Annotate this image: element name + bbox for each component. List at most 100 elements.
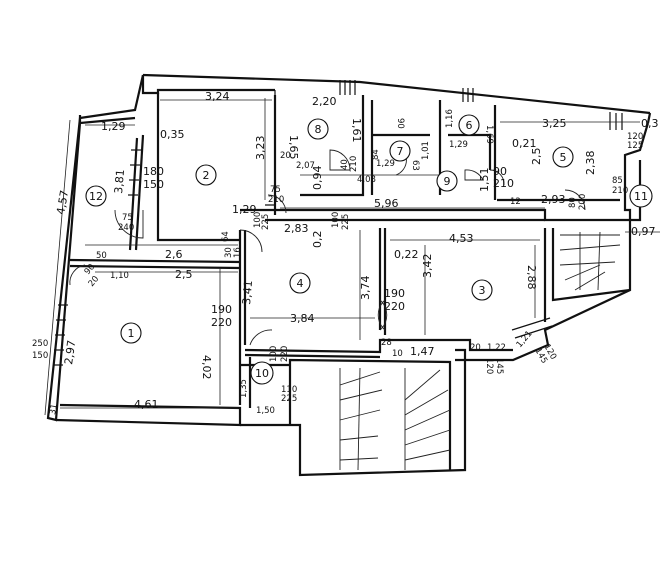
dim-label: 90 (83, 262, 98, 277)
dim-label: 20 (470, 343, 481, 353)
svg-text:12: 12 (89, 190, 103, 203)
stairs-right (559, 231, 621, 291)
dim-label: 0,3 (641, 117, 659, 130)
dim-label: 1,29 (232, 203, 257, 216)
dim-label: 110 (281, 385, 297, 395)
dim-label: 85 (612, 176, 623, 186)
dim-label: 3,24 (205, 90, 230, 103)
dim-label: 3,74 (359, 276, 372, 301)
dim-label: 1,16 (445, 109, 455, 128)
svg-text:7: 7 (397, 145, 404, 158)
room-5-marker: 5 (552, 146, 574, 168)
dim-label: 1,29 (101, 120, 126, 133)
dim-label: 0,21 (512, 137, 537, 150)
dim-label: 120 (627, 132, 643, 142)
room-9-marker: 9 (436, 170, 458, 192)
dim-label: 0,22 (394, 248, 419, 261)
room-10-marker: 10 (250, 361, 274, 385)
room-1-marker: 1 (120, 322, 142, 344)
dim-label: 1,61 (350, 118, 363, 143)
dim-label: 4,08 (357, 175, 376, 185)
dim-label: 220 (211, 316, 232, 329)
dim-label: 4,57 (54, 189, 71, 215)
dim-label: 220 (280, 346, 290, 362)
dim-label: 2,5 (530, 148, 543, 166)
dim-label: 1,69 (484, 125, 494, 144)
dim-label: 210 (493, 177, 514, 190)
dim-label: 0,2 (311, 231, 324, 249)
dim-label: 210 (268, 195, 284, 205)
outer-walls (46, 73, 652, 477)
dim-label: 150 (143, 178, 164, 191)
dim-label: 240 (118, 223, 134, 233)
dim-label: 2,6 (165, 248, 183, 261)
dim-label: 2,93 (541, 193, 566, 206)
dim-label: 31 (48, 403, 60, 415)
room-4-marker: 4 (289, 272, 311, 294)
svg-text:5: 5 (560, 151, 567, 164)
dim-label: 1,51 (478, 168, 491, 193)
dim-label: 100 (331, 212, 341, 228)
dim-label: 50 (96, 251, 107, 261)
dim-label: 180 (143, 165, 164, 178)
dim-label: 200 (578, 194, 588, 210)
dim-label: 1,10 (110, 271, 129, 281)
dim-label: 1,47 (410, 345, 435, 358)
dim-label: 3,23 (254, 136, 267, 161)
dim-label: 0,35 (160, 128, 185, 141)
room-6-marker: 6 (458, 114, 480, 136)
dim-label: 100 (269, 346, 279, 362)
dim-label: 1,29 (449, 140, 468, 150)
dim-label: 190 (211, 303, 232, 316)
room-markers: 1 2 3 4 5 6 7 8 (85, 114, 653, 385)
dim-label: 3,81 (112, 169, 127, 195)
dim-label: 210 (612, 186, 628, 196)
dimension-lines (44, 98, 660, 416)
dim-label: 30 (224, 247, 234, 258)
dim-label: 250 (32, 339, 48, 349)
dim-label: 90 (395, 118, 405, 129)
dim-label: 145 (494, 358, 504, 374)
dim-label: 12 (510, 197, 521, 207)
dim-label: 2,20 (312, 95, 337, 108)
room-3-marker: 3 (471, 279, 493, 301)
dim-label: 225 (341, 214, 351, 230)
dim-label: 3,42 (421, 254, 434, 279)
dim-label: 120 (484, 358, 494, 374)
dim-label: 225 (281, 394, 297, 404)
dim-label: 2,38 (584, 151, 597, 176)
dim-label: 225 (261, 214, 271, 230)
svg-text:6: 6 (466, 119, 473, 132)
svg-text:4: 4 (297, 277, 304, 290)
dim-label: 1,50 (256, 406, 275, 416)
dim-label: 10 (392, 349, 403, 359)
stairs-bottom (339, 367, 451, 471)
dim-label: 100 (253, 212, 263, 228)
dim-label: 75 (270, 185, 281, 195)
dim-label: 63 (410, 160, 420, 171)
dim-label: 1,35 (239, 379, 249, 398)
dim-label: 4,02 (200, 355, 213, 380)
dim-label: 5,96 (374, 197, 399, 210)
dim-label: 1,22 (487, 343, 506, 353)
dim-label: 20 (280, 151, 291, 161)
dim-label: 3,41 (240, 280, 255, 306)
dim-label: 4,61 (134, 398, 159, 411)
room-11-marker: 11 (629, 184, 653, 208)
room-8-marker: 8 (307, 118, 329, 140)
dim-label: 40 (340, 159, 350, 170)
dim-label: 64 (221, 231, 231, 242)
dim-label: 220 (384, 300, 405, 313)
dim-label: 84 (371, 149, 381, 160)
dim-label: 80 (568, 197, 578, 208)
dim-label: 4,53 (449, 232, 474, 245)
room-2-marker: 2 (195, 164, 217, 186)
dim-label: 3,84 (290, 312, 315, 325)
dim-label: 210 (349, 156, 359, 172)
dim-label: 2,88 (525, 265, 538, 290)
dim-label: 16 (233, 247, 243, 258)
svg-text:1: 1 (128, 327, 135, 340)
dim-label: 2,07 (296, 161, 315, 171)
dim-label: 0,94 (311, 166, 324, 191)
